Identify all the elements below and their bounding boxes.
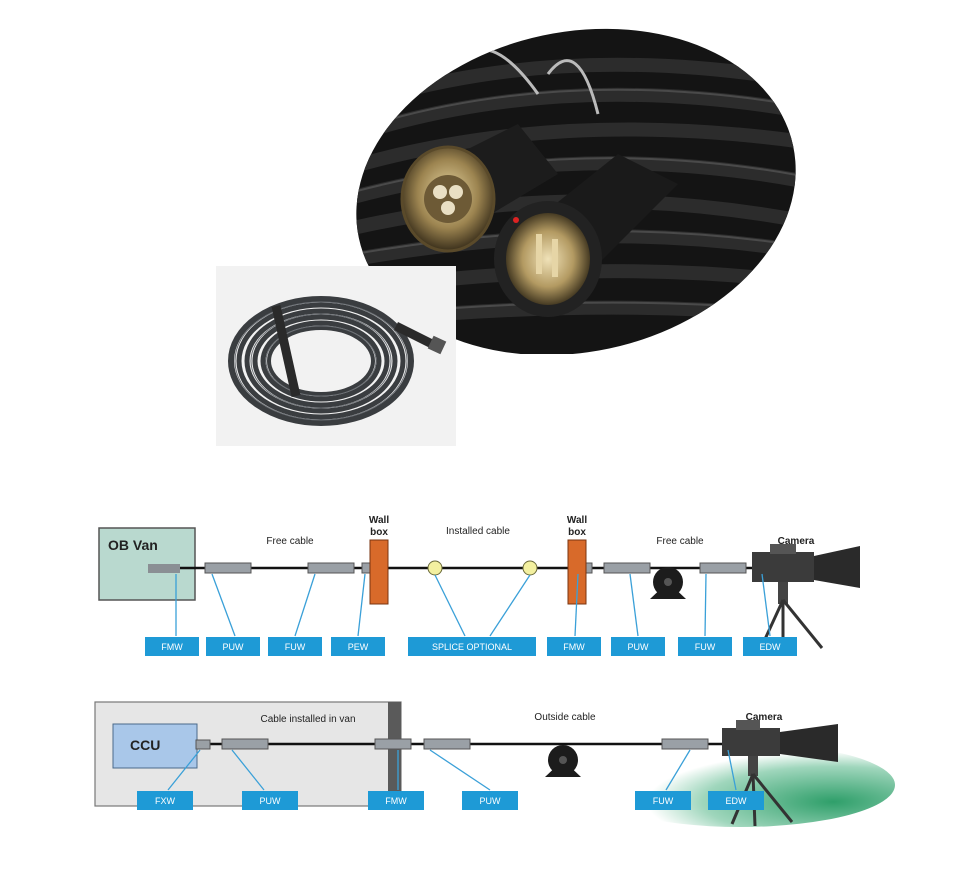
- svg-text:PUW: PUW: [223, 642, 245, 652]
- svg-text:FMW: FMW: [563, 642, 585, 652]
- free-cable-left-label: Free cable: [266, 536, 314, 547]
- tag-fmw: FMW: [368, 791, 424, 810]
- camera-label-bottom: Camera: [746, 712, 783, 723]
- svg-text:FUW: FUW: [695, 642, 716, 652]
- ob-van-label: OB Van: [108, 537, 158, 553]
- tag-puw: PUW: [242, 791, 298, 810]
- wall-box-right-label-2: box: [568, 527, 586, 538]
- van-wall: [388, 702, 401, 806]
- tag-puw-2: PUW: [462, 791, 518, 810]
- tag-fmw: FMW: [145, 637, 199, 656]
- camera-on-tripod-icon: [752, 544, 860, 652]
- outside-cable-label: Outside cable: [534, 712, 596, 723]
- connector-icon: [195, 738, 709, 750]
- tag-fuw: FUW: [268, 637, 322, 656]
- connector-icon: [494, 154, 678, 317]
- tag-pew: PEW: [331, 637, 385, 656]
- tag-puw-2: PUW: [611, 637, 665, 656]
- wall-box-right-label: Wall: [567, 515, 587, 526]
- svg-text:FMW: FMW: [161, 642, 183, 652]
- tag-splice-optional: SPLICE OPTIONAL: [408, 637, 536, 656]
- svg-text:PUW: PUW: [628, 642, 650, 652]
- free-cable-right-label: Free cable: [656, 536, 704, 547]
- svg-text:FUW: FUW: [653, 796, 674, 806]
- camera-label-top: Camera: [778, 536, 815, 547]
- cable-installed-in-van-label: Cable installed in van: [260, 714, 355, 725]
- svg-text:PUW: PUW: [260, 796, 282, 806]
- installed-cable-label: Installed cable: [446, 526, 510, 537]
- svg-text:PUW: PUW: [480, 796, 502, 806]
- ob-van-to-camera-diagram: OB Van Wall box Wall box Free cable Inst…: [98, 515, 860, 656]
- svg-text:SPLICE OPTIONAL: SPLICE OPTIONAL: [432, 642, 512, 652]
- tag-edw: EDW: [743, 637, 797, 656]
- connector-icon: [400, 124, 558, 253]
- tag-puw: PUW: [206, 637, 260, 656]
- wall-box-left: [369, 539, 389, 605]
- svg-text:EDW: EDW: [760, 642, 782, 652]
- cable-reel-icon: [650, 567, 686, 599]
- wall-box-left-label: Wall: [369, 515, 389, 526]
- svg-text:EDW: EDW: [726, 796, 748, 806]
- ccu-box: [112, 723, 198, 769]
- tag-fxw: FXW: [137, 791, 193, 810]
- connector-closeup-photo: [348, 24, 798, 354]
- tag-fuw-2: FUW: [678, 637, 732, 656]
- svg-text:FXW: FXW: [155, 796, 176, 806]
- splice-icon: [522, 560, 538, 576]
- svg-text:PEW: PEW: [348, 642, 369, 652]
- svg-text:FUW: FUW: [285, 642, 306, 652]
- splice-icon: [427, 560, 443, 576]
- cable-reel-icon: [545, 745, 581, 777]
- tag-edw: EDW: [708, 791, 764, 810]
- ccu-label: CCU: [130, 737, 160, 753]
- cable-coil-photo: [216, 266, 456, 446]
- tag-fuw: FUW: [635, 791, 691, 810]
- tag-fmw-2: FMW: [547, 637, 601, 656]
- ccu-to-camera-diagram: Cable installed in van CCU Outside cable…: [94, 701, 895, 827]
- svg-text:FMW: FMW: [385, 796, 407, 806]
- wall-box-left-label-2: box: [370, 527, 388, 538]
